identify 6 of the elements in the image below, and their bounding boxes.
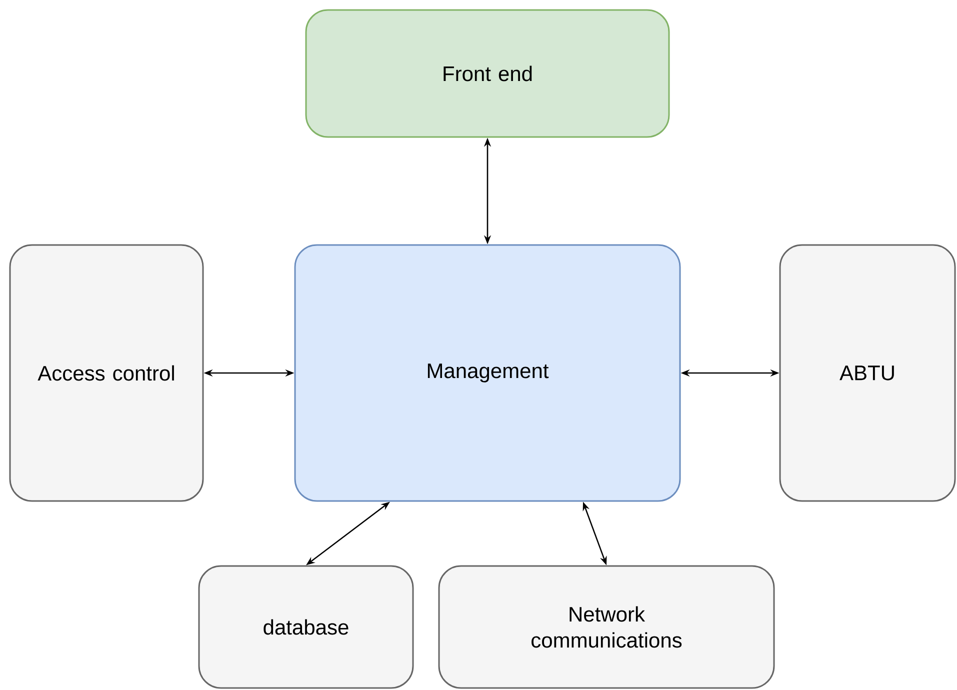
process-box: Network communications: [438, 565, 775, 689]
process-box: Access control: [9, 244, 204, 502]
process-box: Front end: [305, 9, 670, 138]
process-box: database: [198, 565, 414, 689]
process-box: Management: [294, 244, 681, 502]
process-box: ABTU: [779, 244, 956, 502]
